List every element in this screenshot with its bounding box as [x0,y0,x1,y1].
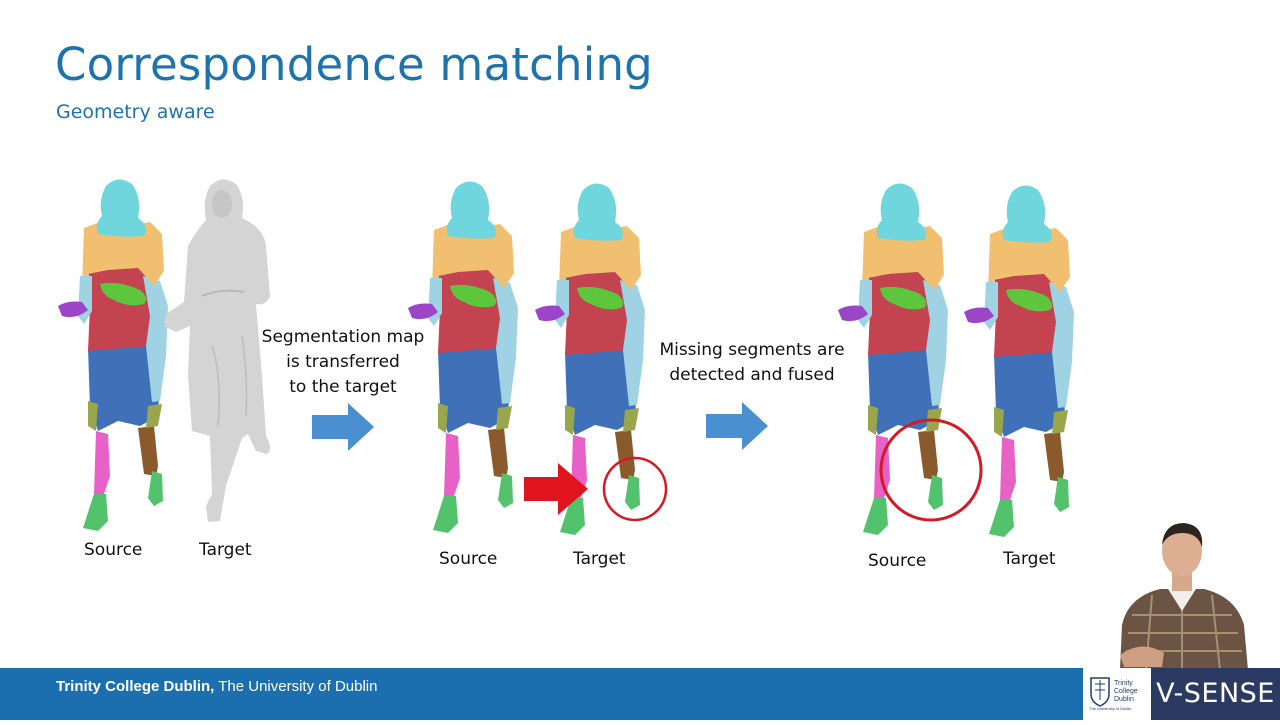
tcd-logo-text: Trinity College Dublin [1114,680,1138,703]
transfer-note: Segmentation map is transferred to the t… [261,327,425,397]
caption-target-2: Target [573,549,626,569]
transfer-arrow [312,403,374,451]
fusion-arrow [706,402,768,450]
footer-institution-bold: Trinity College Dublin, [56,678,215,695]
caption-target-3: Target [1003,549,1056,569]
footer-institution-rest: The University of Dublin [214,678,378,695]
source-model-3 [838,183,948,536]
tcd-crest-icon [1090,677,1110,707]
caption-target-1: Target [199,540,252,560]
missing-segment-circle [602,456,668,522]
footer-bar: Trinity College Dublin, The University o… [0,668,1280,720]
vsense-brand: V-SENSE [1151,668,1280,720]
presenter-video [1120,523,1248,670]
red-arrow [524,463,588,515]
tcd-logo-subtext: The University of Dublin [1089,706,1132,711]
slide-subtitle: Geometry aware [56,101,215,123]
caption-source-2: Source [439,549,498,569]
caption-source-3: Source [868,551,927,571]
target-model-3 [964,185,1074,538]
footer-institution: Trinity College Dublin, The University o… [56,678,377,695]
caption-source-1: Source [84,540,143,560]
fused-segment-circle [879,418,983,522]
tcd-logo [1083,668,1151,720]
slide-title: Correspondence matching [55,38,653,91]
missing-note: Missing segments are detected and fused [659,340,845,385]
target-model-1 [163,178,271,524]
source-model-1 [58,179,168,532]
